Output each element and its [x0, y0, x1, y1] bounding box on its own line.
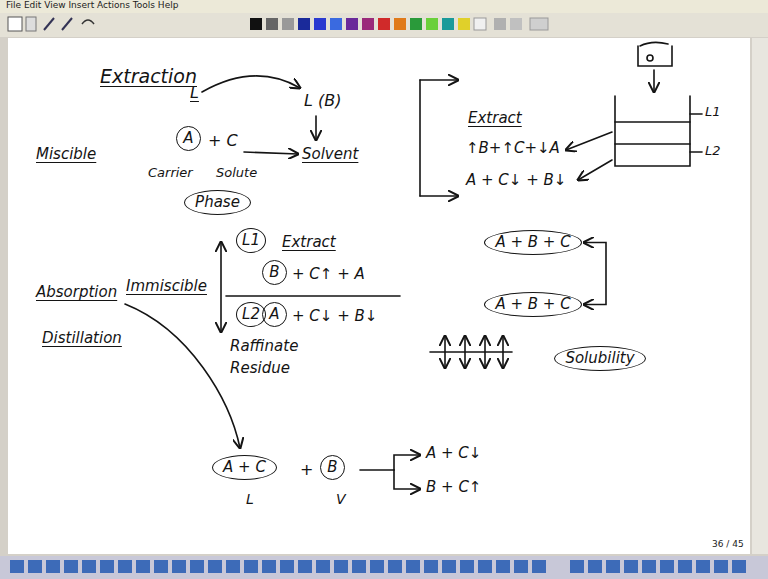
formula: A + C↓: [426, 445, 481, 462]
phase-symbol: L: [190, 84, 199, 102]
side-note: Miscible: [36, 146, 96, 163]
phase-name: Raffinate: [230, 338, 298, 355]
node-text: L2: [242, 306, 260, 323]
phase-name: Extract: [468, 110, 522, 127]
circled-word: Solubility: [554, 346, 646, 371]
circled-mixture: A + B + C: [484, 292, 582, 317]
node-text: A + B + C: [495, 234, 570, 251]
formula-part: +: [300, 461, 313, 479]
ink-strokes: [125, 42, 702, 489]
page-number: 36 / 45: [712, 540, 744, 550]
node-text: A: [183, 130, 193, 147]
toolbar-icons: [8, 17, 548, 31]
side-note: Immiscible: [126, 278, 207, 295]
node-text: A + C: [223, 459, 266, 476]
process-name: Absorption: [36, 284, 117, 301]
node-text: A + B + C: [495, 296, 570, 313]
phase-name: Residue: [230, 360, 290, 377]
formula: A + C↓ + B↓: [466, 172, 566, 189]
slide-title: Extraction: [100, 66, 197, 87]
double-arrow: [584, 243, 606, 305]
page: [8, 38, 750, 554]
formula-part: + C↑ + A: [292, 266, 365, 283]
component-name: Solvent: [302, 146, 358, 163]
process-name: Distillation: [42, 330, 122, 347]
tool-bar: [0, 13, 768, 37]
circled-letter: B: [320, 455, 345, 480]
node-text: B: [269, 264, 279, 281]
node-text: A: [269, 306, 279, 323]
circled-word: Phase: [184, 190, 251, 215]
formula: B + C↑: [426, 479, 481, 496]
menu-text: File Edit View Insert Actions Tools Help: [6, 1, 178, 11]
phase-name: Extract: [282, 234, 336, 251]
circled-layer: L1: [236, 228, 266, 253]
node-text: Phase: [195, 194, 240, 211]
formula-part: + C: [208, 132, 238, 150]
node-text: Solubility: [565, 350, 634, 367]
node-text: L1: [242, 232, 260, 249]
circled-mixture: A + B + C: [484, 230, 582, 255]
node-text: B: [327, 459, 337, 476]
status-bar: [0, 556, 768, 579]
circled-letter: B: [262, 260, 287, 285]
formula: ↑B+↑C+↓A: [466, 140, 560, 157]
component-name: Solute: [216, 166, 257, 180]
phase-symbol: L (B): [304, 92, 341, 110]
circled-mixture: A + C: [212, 455, 277, 480]
component-name: Carrier: [148, 166, 193, 180]
formula-part: + C↓ + B↓: [292, 308, 377, 325]
layer-name: L2: [705, 144, 721, 158]
scroll-bar: [752, 38, 768, 554]
layer-name: L1: [705, 105, 721, 119]
phase-symbol: V: [336, 492, 346, 507]
status-blocks: [10, 560, 746, 573]
circled-letter: A: [262, 302, 287, 327]
circled-letter: A: [176, 126, 201, 151]
menu-bar: [0, 0, 768, 13]
phase-symbol: L: [246, 492, 254, 507]
